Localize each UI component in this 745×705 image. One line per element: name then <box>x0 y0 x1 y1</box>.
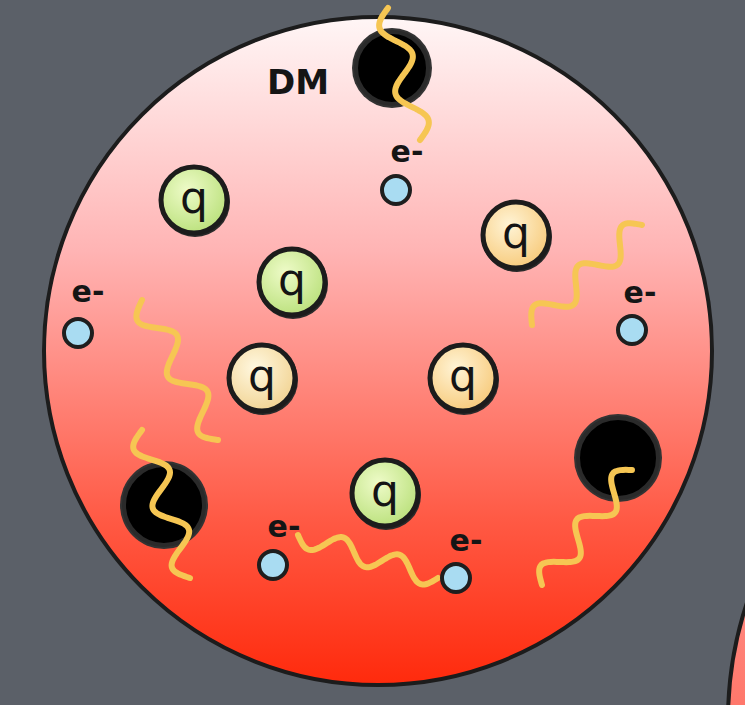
dark-matter-holes <box>120 28 662 549</box>
quark-label: q <box>180 176 208 220</box>
electron-label: e- <box>268 512 301 542</box>
dark-matter-label: DM <box>267 65 329 99</box>
quark-body <box>483 202 549 268</box>
neighbour-region <box>728 348 745 705</box>
quark-shadow <box>482 202 552 272</box>
photon-waves <box>133 8 642 585</box>
quark-circle: q <box>349 457 421 529</box>
electron-dot <box>618 316 646 344</box>
electron-label: e- <box>450 526 483 556</box>
electron-dot <box>442 564 470 592</box>
quark-shadow <box>228 345 298 415</box>
dm-particle <box>578 418 658 498</box>
quark-label: q <box>278 258 306 302</box>
dm-shadow <box>120 461 208 549</box>
quark-shadow <box>429 345 499 415</box>
quark-body <box>352 460 418 526</box>
quark-circle: q <box>158 164 230 236</box>
quark-label: q <box>248 354 276 398</box>
quark-shadow <box>258 249 328 319</box>
quark-body <box>229 345 295 411</box>
photon-wave <box>539 470 632 585</box>
quark-body <box>161 167 227 233</box>
quark-body <box>259 249 325 315</box>
electrons <box>64 176 646 592</box>
photon-wave <box>298 535 438 585</box>
quark-circle: q <box>226 342 298 414</box>
quark-label: q <box>502 211 530 255</box>
electron-label: e- <box>391 137 424 167</box>
electron-dot <box>259 551 287 579</box>
quark-label: q <box>371 469 399 513</box>
quark-circle: q <box>480 199 552 271</box>
dm-particle <box>356 32 428 104</box>
photon-wave <box>133 430 190 578</box>
quark-shadow <box>351 460 421 530</box>
electron-label: e- <box>72 277 105 307</box>
photon-wave <box>136 300 218 440</box>
plasma-region <box>44 17 712 685</box>
quark-body <box>430 345 496 411</box>
dm-shadow <box>574 414 662 502</box>
photon-wave <box>379 8 429 140</box>
electron-label: e- <box>624 278 657 308</box>
quark-circle: q <box>256 246 328 318</box>
quark-shadow <box>160 167 230 237</box>
electron-dot <box>64 319 92 347</box>
electron-dot <box>382 176 410 204</box>
quark-label: q <box>449 354 477 398</box>
quark-circle: q <box>427 342 499 414</box>
